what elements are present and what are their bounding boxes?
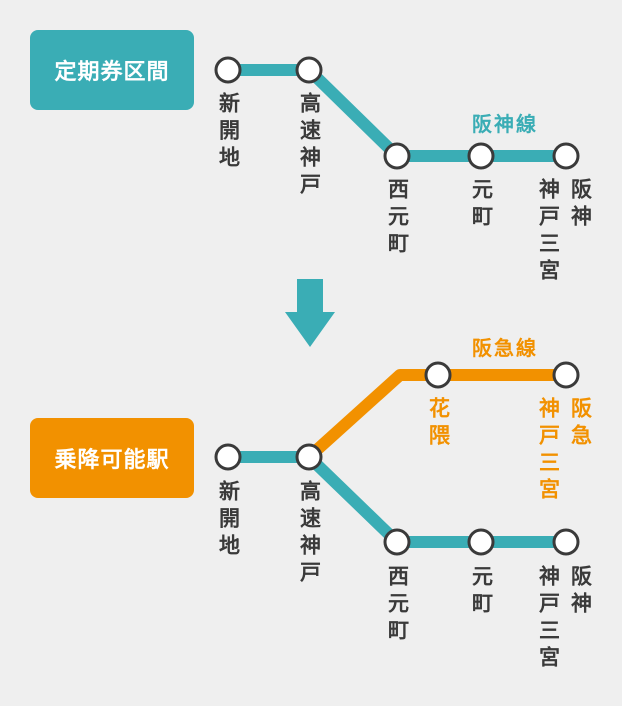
hankyu-line-label: 阪急線 — [472, 336, 538, 360]
station-marker — [424, 361, 452, 389]
station-marker — [552, 361, 580, 389]
station-marker — [552, 142, 580, 170]
station-marker — [383, 142, 411, 170]
station-marker — [383, 528, 411, 556]
hankyu-orange-line — [304, 369, 566, 462]
hanshin-line-label: 阪神線 — [472, 112, 538, 136]
station-label: 元町 — [469, 178, 494, 232]
station-label: 西元町 — [385, 565, 410, 646]
station-label: 高速神戸 — [297, 92, 322, 200]
station-marker — [552, 528, 580, 556]
station-marker — [295, 56, 323, 84]
down-arrow-icon — [285, 279, 335, 347]
station-label: 花隈 — [426, 397, 451, 451]
station-label: 新開地 — [216, 480, 241, 561]
station-marker — [467, 528, 495, 556]
box-label: 乗降可能駅 — [54, 448, 170, 473]
station-line-label: 阪神 — [568, 565, 593, 619]
station-label: 元町 — [469, 565, 494, 619]
station-marker — [214, 443, 242, 471]
box-label: 定期券区間 — [54, 60, 170, 85]
commuter-pass-section-label: 定期券区間 — [30, 30, 194, 110]
station-marker — [467, 142, 495, 170]
station-marker — [295, 443, 323, 471]
station-marker — [214, 56, 242, 84]
station-label: 神戸三宮 — [536, 178, 561, 286]
station-line-label: 阪神 — [568, 178, 593, 232]
station-line-label: 阪急 — [568, 397, 593, 451]
station-label: 神戸三宮 — [536, 565, 561, 673]
usable-stations-label: 乗降可能駅 — [30, 418, 194, 498]
station-label: 神戸三宮 — [536, 397, 561, 505]
station-label: 西元町 — [385, 178, 410, 259]
station-label: 高速神戸 — [297, 480, 322, 588]
station-label: 新開地 — [216, 92, 241, 173]
